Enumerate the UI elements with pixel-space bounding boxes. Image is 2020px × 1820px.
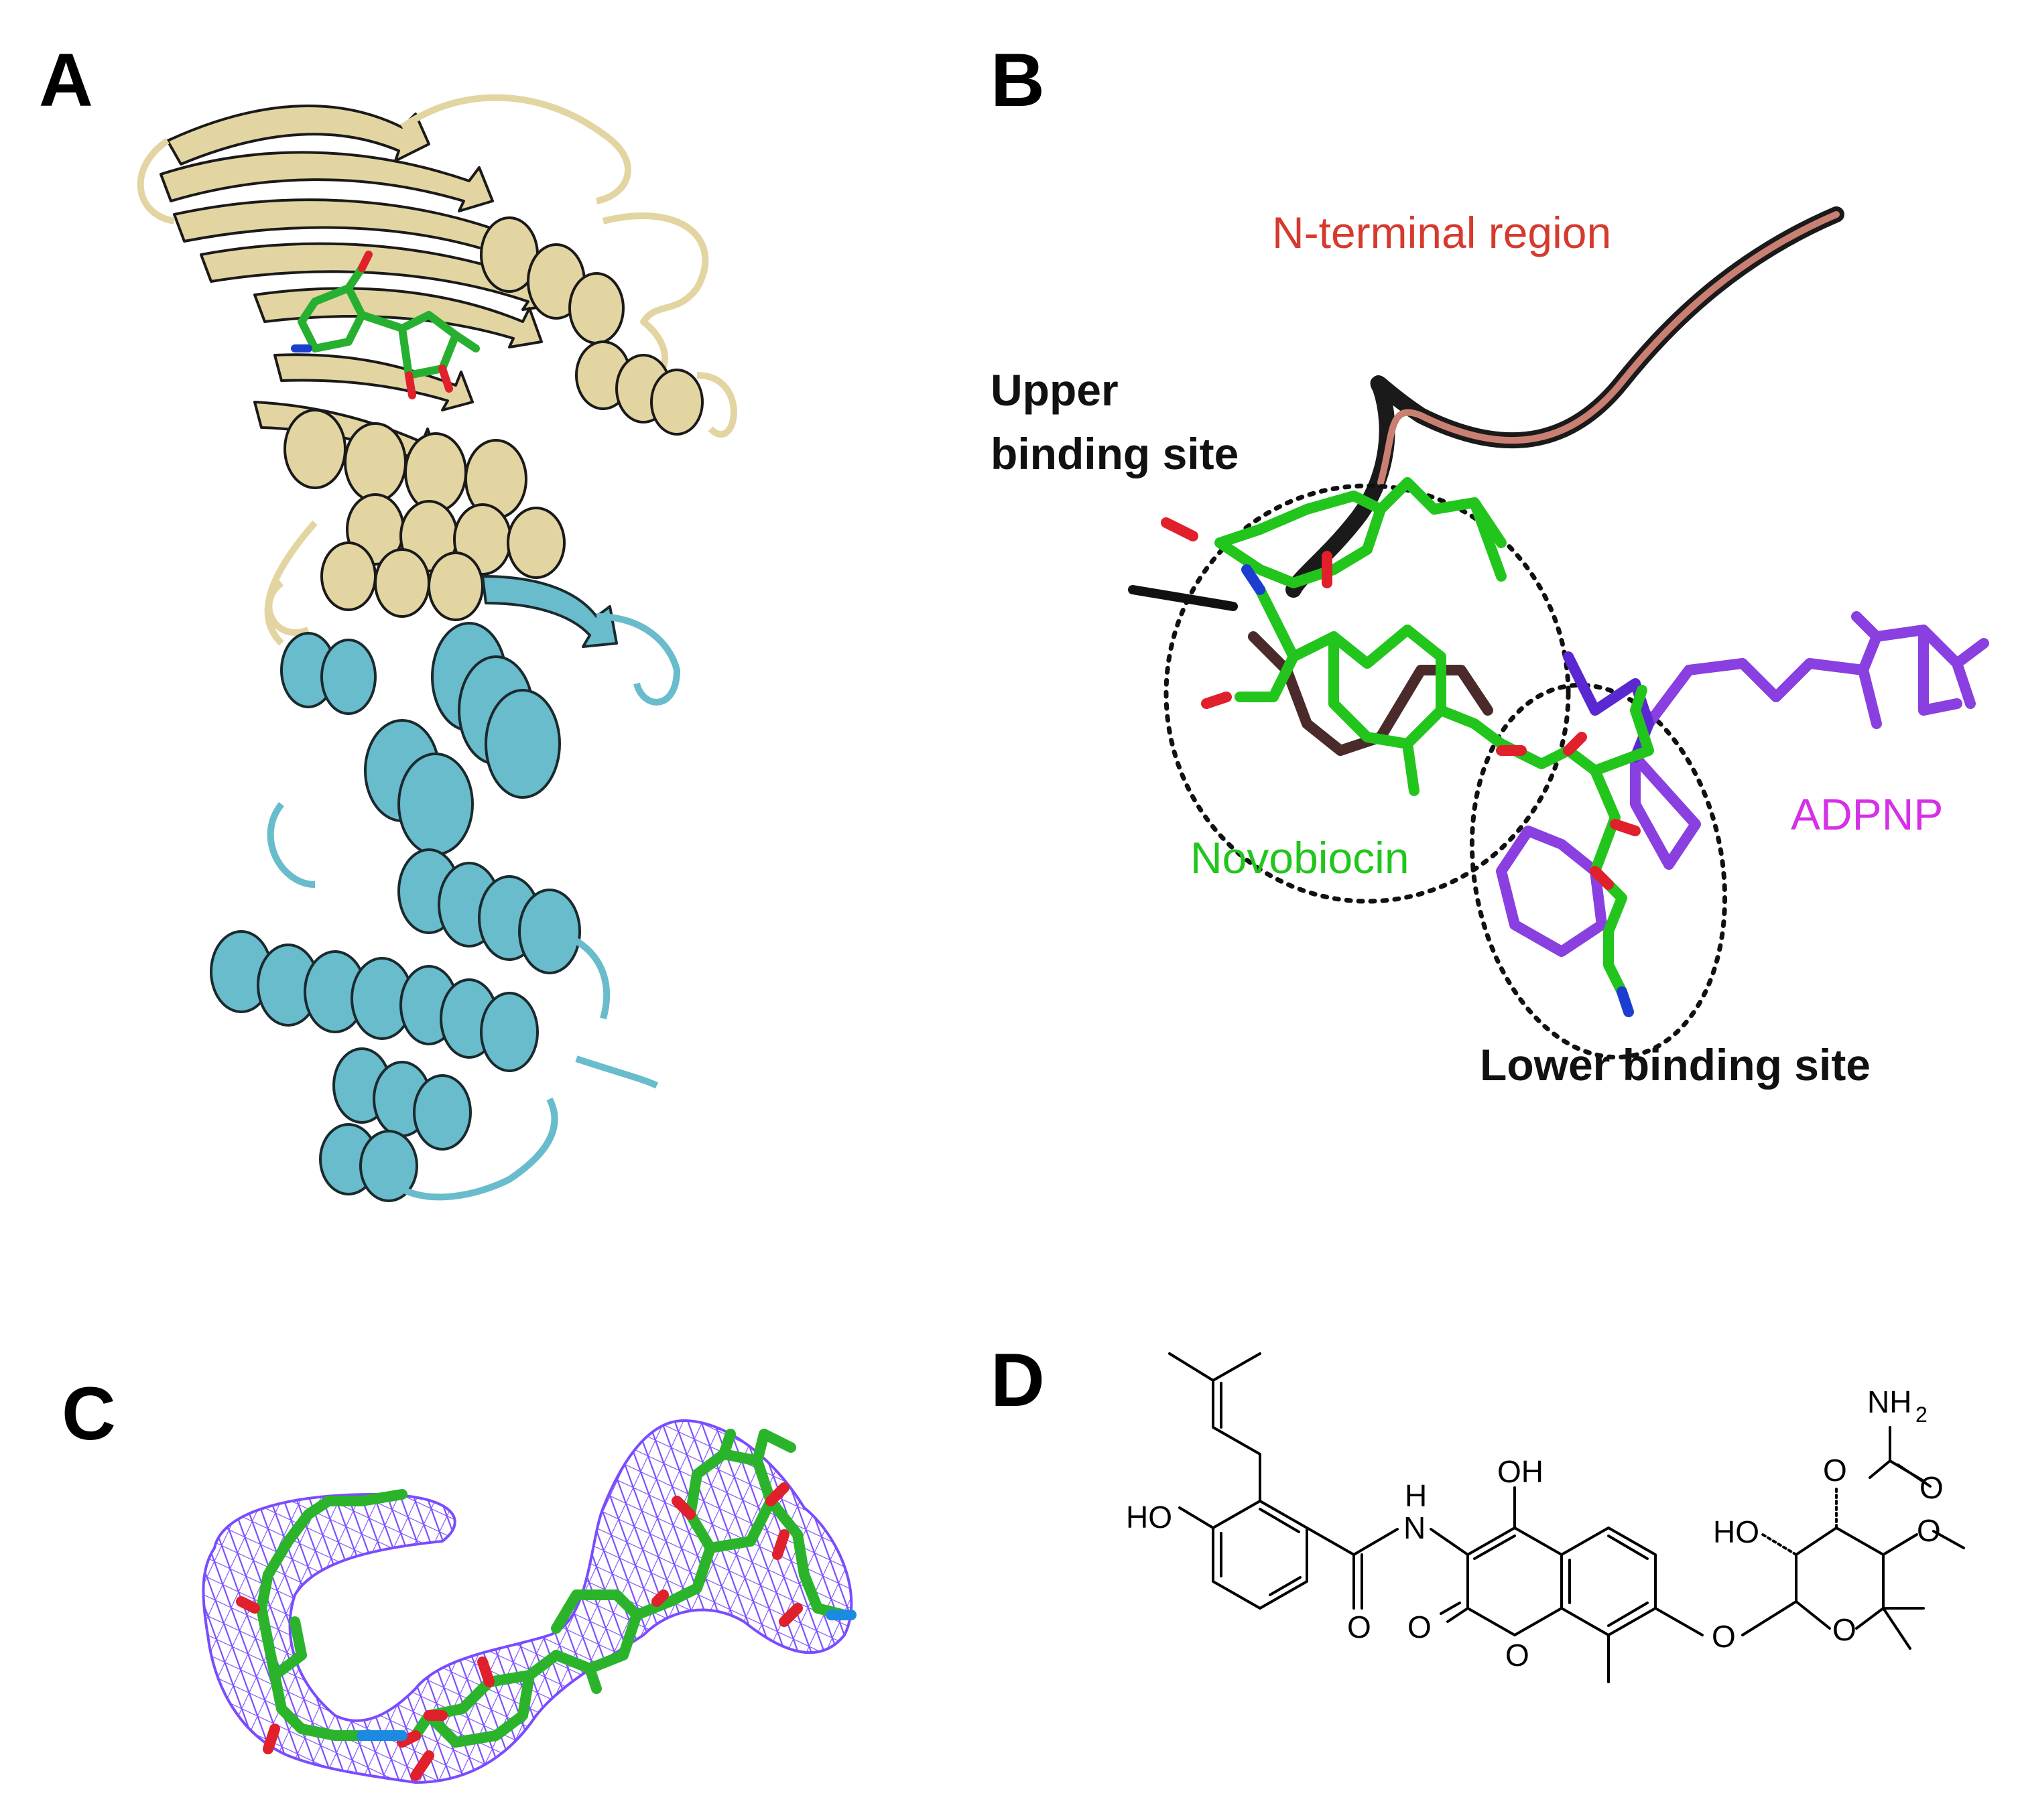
bond xyxy=(1568,1535,1649,1627)
novobiocin-structure xyxy=(1168,1352,1965,1683)
ligand-a xyxy=(291,251,480,399)
novobiocin-ligand xyxy=(1161,477,1654,1017)
panel-letter-c: C xyxy=(62,1372,116,1455)
phenol-ring xyxy=(1212,1500,1308,1610)
panel-letter-a: A xyxy=(39,38,93,122)
beta-strand xyxy=(273,353,474,411)
ligand-c xyxy=(236,1429,857,1781)
atom-o-sugar-ring: O xyxy=(1832,1612,1856,1647)
bond xyxy=(1473,1535,1516,1560)
bond xyxy=(1168,1352,1261,1502)
beta-strand xyxy=(481,575,618,648)
bond xyxy=(1882,1607,1925,1650)
beta-strand xyxy=(160,151,494,212)
bond xyxy=(1882,1530,1965,1556)
sugar-ring xyxy=(1795,1526,1885,1630)
helix xyxy=(399,965,539,1072)
helix xyxy=(431,622,561,799)
bond xyxy=(1654,1607,1704,1636)
label-upper-binding-site-line1: Upper xyxy=(991,365,1119,415)
atom-nh2-subscript: 2 xyxy=(1915,1403,1928,1427)
panel-c: C xyxy=(62,1372,857,1784)
bond xyxy=(1430,1528,1469,1556)
helix xyxy=(332,1047,472,1151)
atom-o-amide: O xyxy=(1347,1610,1371,1644)
loop xyxy=(267,801,659,1201)
helix xyxy=(320,541,484,621)
atom-ho-phenol: HO xyxy=(1126,1500,1172,1535)
protein-n-domain xyxy=(137,94,737,636)
bond xyxy=(1178,1506,1214,1529)
protein-c-domain xyxy=(210,575,680,1202)
loop xyxy=(596,613,680,706)
label-lower-binding-site: Lower binding site xyxy=(1480,1040,1871,1090)
atom-nh-h: H xyxy=(1405,1478,1427,1513)
atom-o-lactone: O xyxy=(1407,1610,1432,1644)
coumarin-ring xyxy=(1466,1526,1563,1636)
label-n-terminal-region: N-terminal region xyxy=(1272,208,1611,257)
helix xyxy=(397,848,581,974)
helix xyxy=(280,632,377,715)
panel-a: A xyxy=(39,38,737,1202)
helix xyxy=(575,340,704,436)
black-stub xyxy=(1128,585,1238,611)
beta-strand xyxy=(253,287,543,348)
bond xyxy=(1220,1508,1302,1596)
helix xyxy=(210,930,414,1040)
helix xyxy=(364,719,474,856)
bond xyxy=(1869,1426,1932,1488)
upper-site-circle xyxy=(1163,483,1571,904)
bond xyxy=(1306,1526,1399,1610)
label-novobiocin: Novobiocin xyxy=(1190,833,1409,883)
panel-d: D xyxy=(991,1338,1965,1683)
coumarin-benzo xyxy=(1560,1526,1657,1636)
adpnp-ligand xyxy=(1496,611,1989,957)
panel-b: B N-terminal region Upper binding site N… xyxy=(991,38,1989,1090)
linker-loop xyxy=(264,520,318,646)
helix xyxy=(319,1123,418,1202)
label-upper-binding-site-line2: binding site xyxy=(991,429,1239,478)
helix xyxy=(480,216,625,344)
atom-nh-n: N xyxy=(1403,1510,1426,1545)
loop xyxy=(137,94,631,224)
panel-letter-b: B xyxy=(991,38,1045,122)
atom-o-coumarin-ring: O xyxy=(1505,1638,1529,1673)
beta-strand xyxy=(166,105,430,166)
bond xyxy=(1741,1600,1797,1636)
loop xyxy=(602,212,709,399)
atom-oh: OH xyxy=(1497,1454,1543,1489)
atom-nh2: NH xyxy=(1867,1384,1911,1419)
panel-letter-d: D xyxy=(991,1338,1045,1422)
atom-o-glycosidic: O xyxy=(1712,1619,1736,1654)
bond xyxy=(1440,1602,1469,1623)
n-terminal-ribbon-highlight xyxy=(1377,211,1840,486)
lower-site-circle xyxy=(1469,682,1728,1060)
atom-o-carbamate: O xyxy=(1823,1453,1847,1488)
atom-o-methoxy: O xyxy=(1917,1513,1941,1548)
atom-ho-sugar: HO xyxy=(1713,1514,1759,1549)
label-adpnp: ADPNP xyxy=(1791,789,1943,839)
atom-o-carbonyl: O xyxy=(1919,1470,1944,1505)
bond xyxy=(1761,1533,1797,1556)
helix xyxy=(283,409,527,519)
